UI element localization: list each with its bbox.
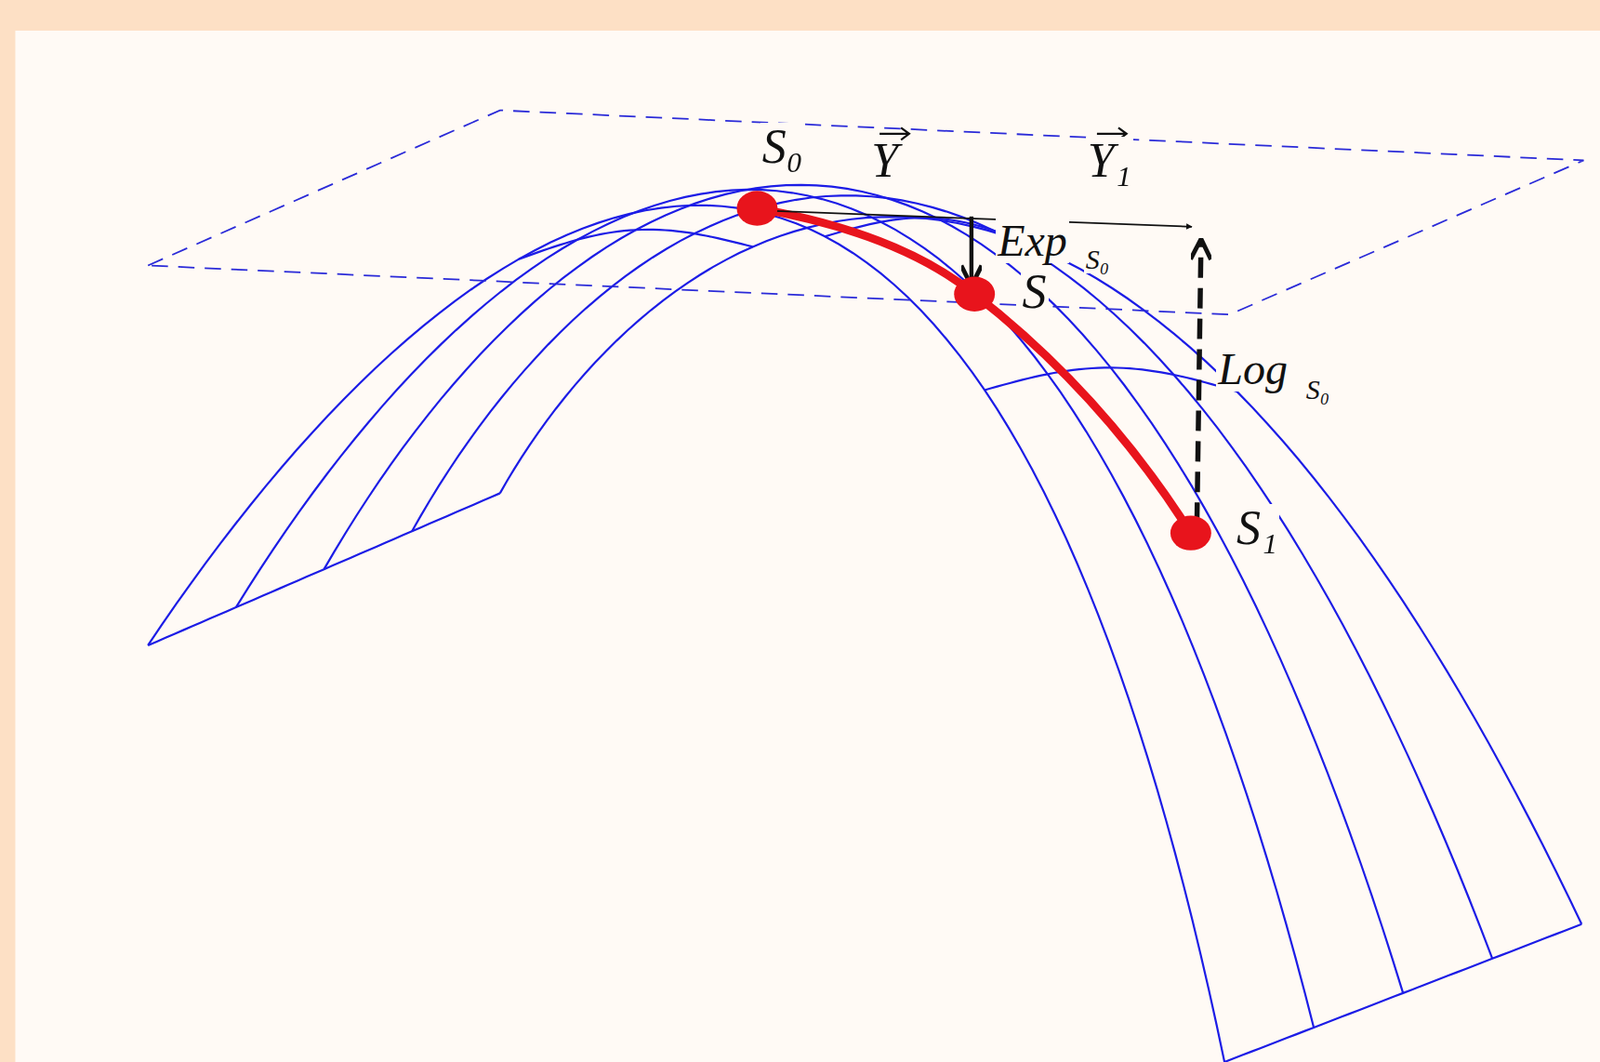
map-label: Exp: [995, 218, 1070, 264]
point-label: S₁: [1234, 503, 1280, 553]
exp-arrow: [969, 216, 974, 282]
point-dot: [736, 190, 778, 225]
grid-curve: [1224, 924, 1582, 1062]
tangent-plane: [147, 110, 1584, 316]
grid-curve: [518, 229, 754, 260]
grid-curve: [323, 185, 1403, 993]
point-label: S: [1020, 267, 1049, 317]
map-subscript: S₀: [1084, 245, 1111, 274]
grid-curve: [147, 205, 1225, 1062]
tangent-vector: [756, 210, 1192, 227]
grid-curve: [147, 492, 501, 646]
point-dot: [953, 277, 995, 312]
log-arrow: [1196, 242, 1201, 523]
grid-curve: [411, 195, 1493, 959]
canvas-ground: [14, 30, 1600, 1062]
map-subscript: S₀: [1304, 375, 1332, 404]
surface-grid: [147, 185, 1582, 1062]
point-label: S₀: [760, 122, 806, 172]
vector-label: Y: [869, 136, 900, 186]
map-label: Log: [1216, 346, 1290, 392]
grid-curve: [500, 216, 1582, 925]
geodesic-curve: [756, 208, 1191, 533]
point-dot: [1170, 515, 1212, 551]
vector-label: Y₁: [1085, 136, 1134, 186]
